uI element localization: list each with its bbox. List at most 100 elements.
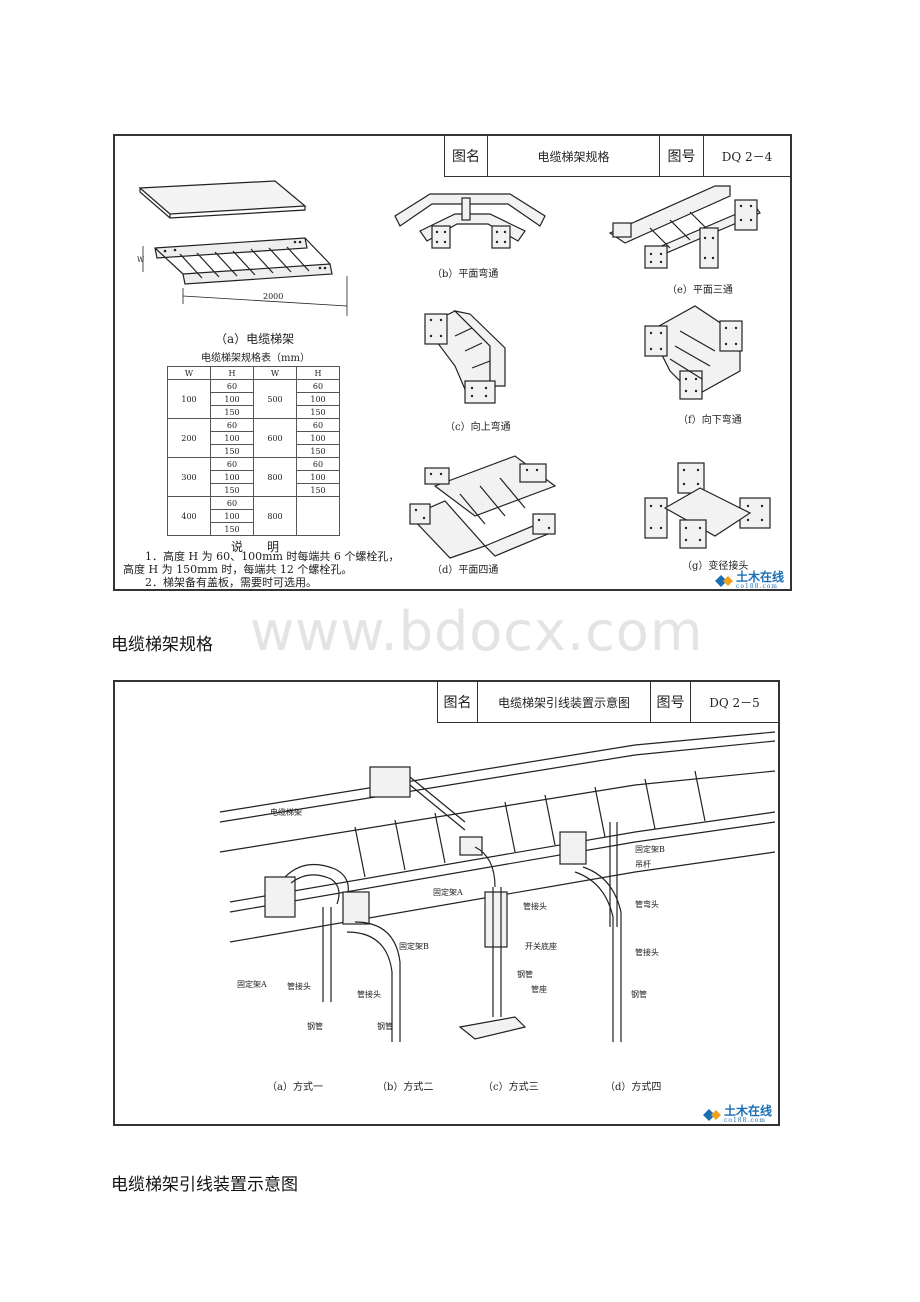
- table-cell: 150: [210, 483, 254, 497]
- caption-a: （a）电缆梯架: [215, 332, 295, 346]
- table-title: 电缆梯架规格表（mm）: [201, 353, 310, 364]
- reducer-drawing: [644, 462, 771, 549]
- note-line: 2．梯架备有盖板，需要时可选用。: [145, 576, 317, 589]
- notes: 1．高度 H 为 60、100mm 时每端共 6 个螺栓孔， 高度 H 为 15…: [123, 550, 399, 589]
- method-4-caption: （d）方式四: [605, 1082, 662, 1093]
- table-cell: 150: [296, 444, 340, 458]
- label-steel-pipe: 钢管: [517, 969, 533, 979]
- method-3-caption: （c）方式三: [483, 1082, 539, 1093]
- table-cell: 100: [210, 431, 254, 445]
- cable-ladder-drawing: 2000 W: [137, 180, 348, 316]
- caption-b: （b）平面弯通: [432, 269, 499, 280]
- table-header: W: [253, 366, 297, 380]
- table-cell: 150: [296, 405, 340, 419]
- dimension-2000: 2000: [263, 292, 283, 301]
- table-cell: 60: [210, 496, 254, 510]
- table-cell: 800: [253, 457, 297, 497]
- flat-bend-drawing: [394, 193, 546, 249]
- note-line: 高度 H 为 150mm 时，每端共 12 个螺栓孔。: [123, 563, 353, 576]
- table-cell: 200: [167, 418, 211, 458]
- flat-tee-drawing: [608, 185, 761, 269]
- caption-e: （e）平面三通: [667, 285, 733, 296]
- dimension-w: W: [137, 256, 145, 264]
- table-cell: 300: [167, 457, 211, 497]
- drawing-title: 电缆梯架引线装置示意图: [478, 682, 651, 722]
- table-cell: 800: [253, 496, 297, 536]
- drawing-title: 电缆梯架规格: [488, 136, 660, 176]
- heading-lead-out-assembly: 电缆梯架引线装置示意图: [111, 1175, 298, 1195]
- drawing-frame-dq2-5: 图名 电缆梯架引线装置示意图 图号 DQ 2－5: [113, 680, 780, 1126]
- logo-text: 土木在线: [724, 1104, 773, 1118]
- label-elbow: 管弯头: [635, 899, 659, 909]
- label-bracket-a: 固定架A: [237, 979, 267, 989]
- caption-g: （g）变径接头: [682, 561, 749, 572]
- table-cell: 60: [296, 418, 340, 432]
- label-pipe-joint: 管接头: [635, 947, 659, 957]
- label-pipe-joint: 管接头: [287, 981, 311, 991]
- title-block: 图名 电缆梯架引线装置示意图 图号 DQ 2－5: [437, 682, 778, 723]
- table-cell: 150: [210, 444, 254, 458]
- caption-d: （d）平面四通: [432, 565, 499, 576]
- label-steel-pipe: 钢管: [631, 989, 647, 999]
- table-header: H: [210, 366, 254, 380]
- label-steel-pipe: 钢管: [307, 1021, 323, 1031]
- site-logo: 土木在线 co188.com: [703, 1104, 773, 1124]
- method-2-caption: （b）方式二: [377, 1082, 434, 1093]
- caption-f: （f）向下弯通: [678, 415, 742, 426]
- notes-title: 说 明: [231, 540, 280, 554]
- table-cell: 400: [167, 496, 211, 536]
- logo-subtext: co188.com: [724, 1117, 766, 1124]
- table-cell: 100: [167, 379, 211, 419]
- table-header: H: [296, 366, 340, 380]
- table-cell: 600: [253, 418, 297, 458]
- drawing-number: DQ 2－5: [709, 695, 760, 710]
- table-cell: 100: [210, 509, 254, 523]
- table-cell: [296, 496, 340, 536]
- drawing-frame-dq2-4: 图名 电缆梯架规格 图号 DQ 2－4: [113, 134, 792, 591]
- label-cable-ladder: 电缆梯架: [270, 807, 302, 817]
- label-bracket-a: 固定架A: [433, 887, 463, 897]
- table-cell: 60: [210, 379, 254, 393]
- table-cell: 60: [210, 457, 254, 471]
- table-cell: 150: [210, 522, 254, 536]
- method-1-caption: （a）方式一: [267, 1082, 323, 1093]
- table-cell: 60: [296, 457, 340, 471]
- number-key: 图号: [651, 682, 691, 722]
- table-cell: 100: [296, 431, 340, 445]
- table-cell: 500: [253, 379, 297, 419]
- watermark: www.bdocx.com: [250, 600, 704, 663]
- label-pipe-joint: 管接头: [523, 901, 547, 911]
- title-key: 图名: [438, 682, 478, 722]
- label-bracket-b: 固定架B: [399, 941, 429, 951]
- table-cell: 100: [210, 470, 254, 484]
- title-block: 图名 电缆梯架规格 图号 DQ 2－4: [444, 136, 790, 177]
- label-bracket-b: 固定架B: [635, 844, 665, 854]
- title-key: 图名: [445, 136, 488, 176]
- heading-cable-ladder-spec: 电缆梯架规格: [111, 635, 213, 655]
- downward-bend-drawing: [644, 305, 743, 400]
- drawing-number: DQ 2－4: [721, 149, 773, 164]
- table-cell: 150: [296, 483, 340, 497]
- table-header: W: [167, 366, 211, 380]
- lead-out-assembly-drawing: 电缆梯架 固定架A 管接头 钢管 固定架B 管接头 钢管 固定架A 管接头 开关…: [219, 731, 776, 1042]
- table-cell: 100: [296, 392, 340, 406]
- flat-cross-drawing: [408, 455, 557, 559]
- logo-subtext: co188.com: [736, 583, 778, 590]
- label-pipe-base: 管座: [531, 984, 547, 994]
- table-cell: 60: [296, 379, 340, 393]
- site-logo: 土木在线 co188.com: [715, 570, 785, 590]
- table-cell: 60: [210, 418, 254, 432]
- table-cell: 100: [296, 470, 340, 484]
- logo-text: 土木在线: [736, 570, 785, 584]
- label-switch-base: 开关底座: [525, 941, 557, 951]
- diamond-logo-icon: [715, 575, 733, 587]
- label-steel-pipe: 钢管: [377, 1021, 393, 1031]
- number-key: 图号: [660, 136, 704, 176]
- caption-c: （c）向上弯通: [445, 422, 511, 433]
- table-cell: 100: [210, 392, 254, 406]
- diamond-logo-icon: [703, 1109, 721, 1121]
- label-pipe-joint: 管接头: [357, 989, 381, 999]
- label-hanger: 吊杆: [635, 859, 651, 869]
- note-line: 1．高度 H 为 60、100mm 时每端共 6 个螺栓孔，: [145, 550, 400, 563]
